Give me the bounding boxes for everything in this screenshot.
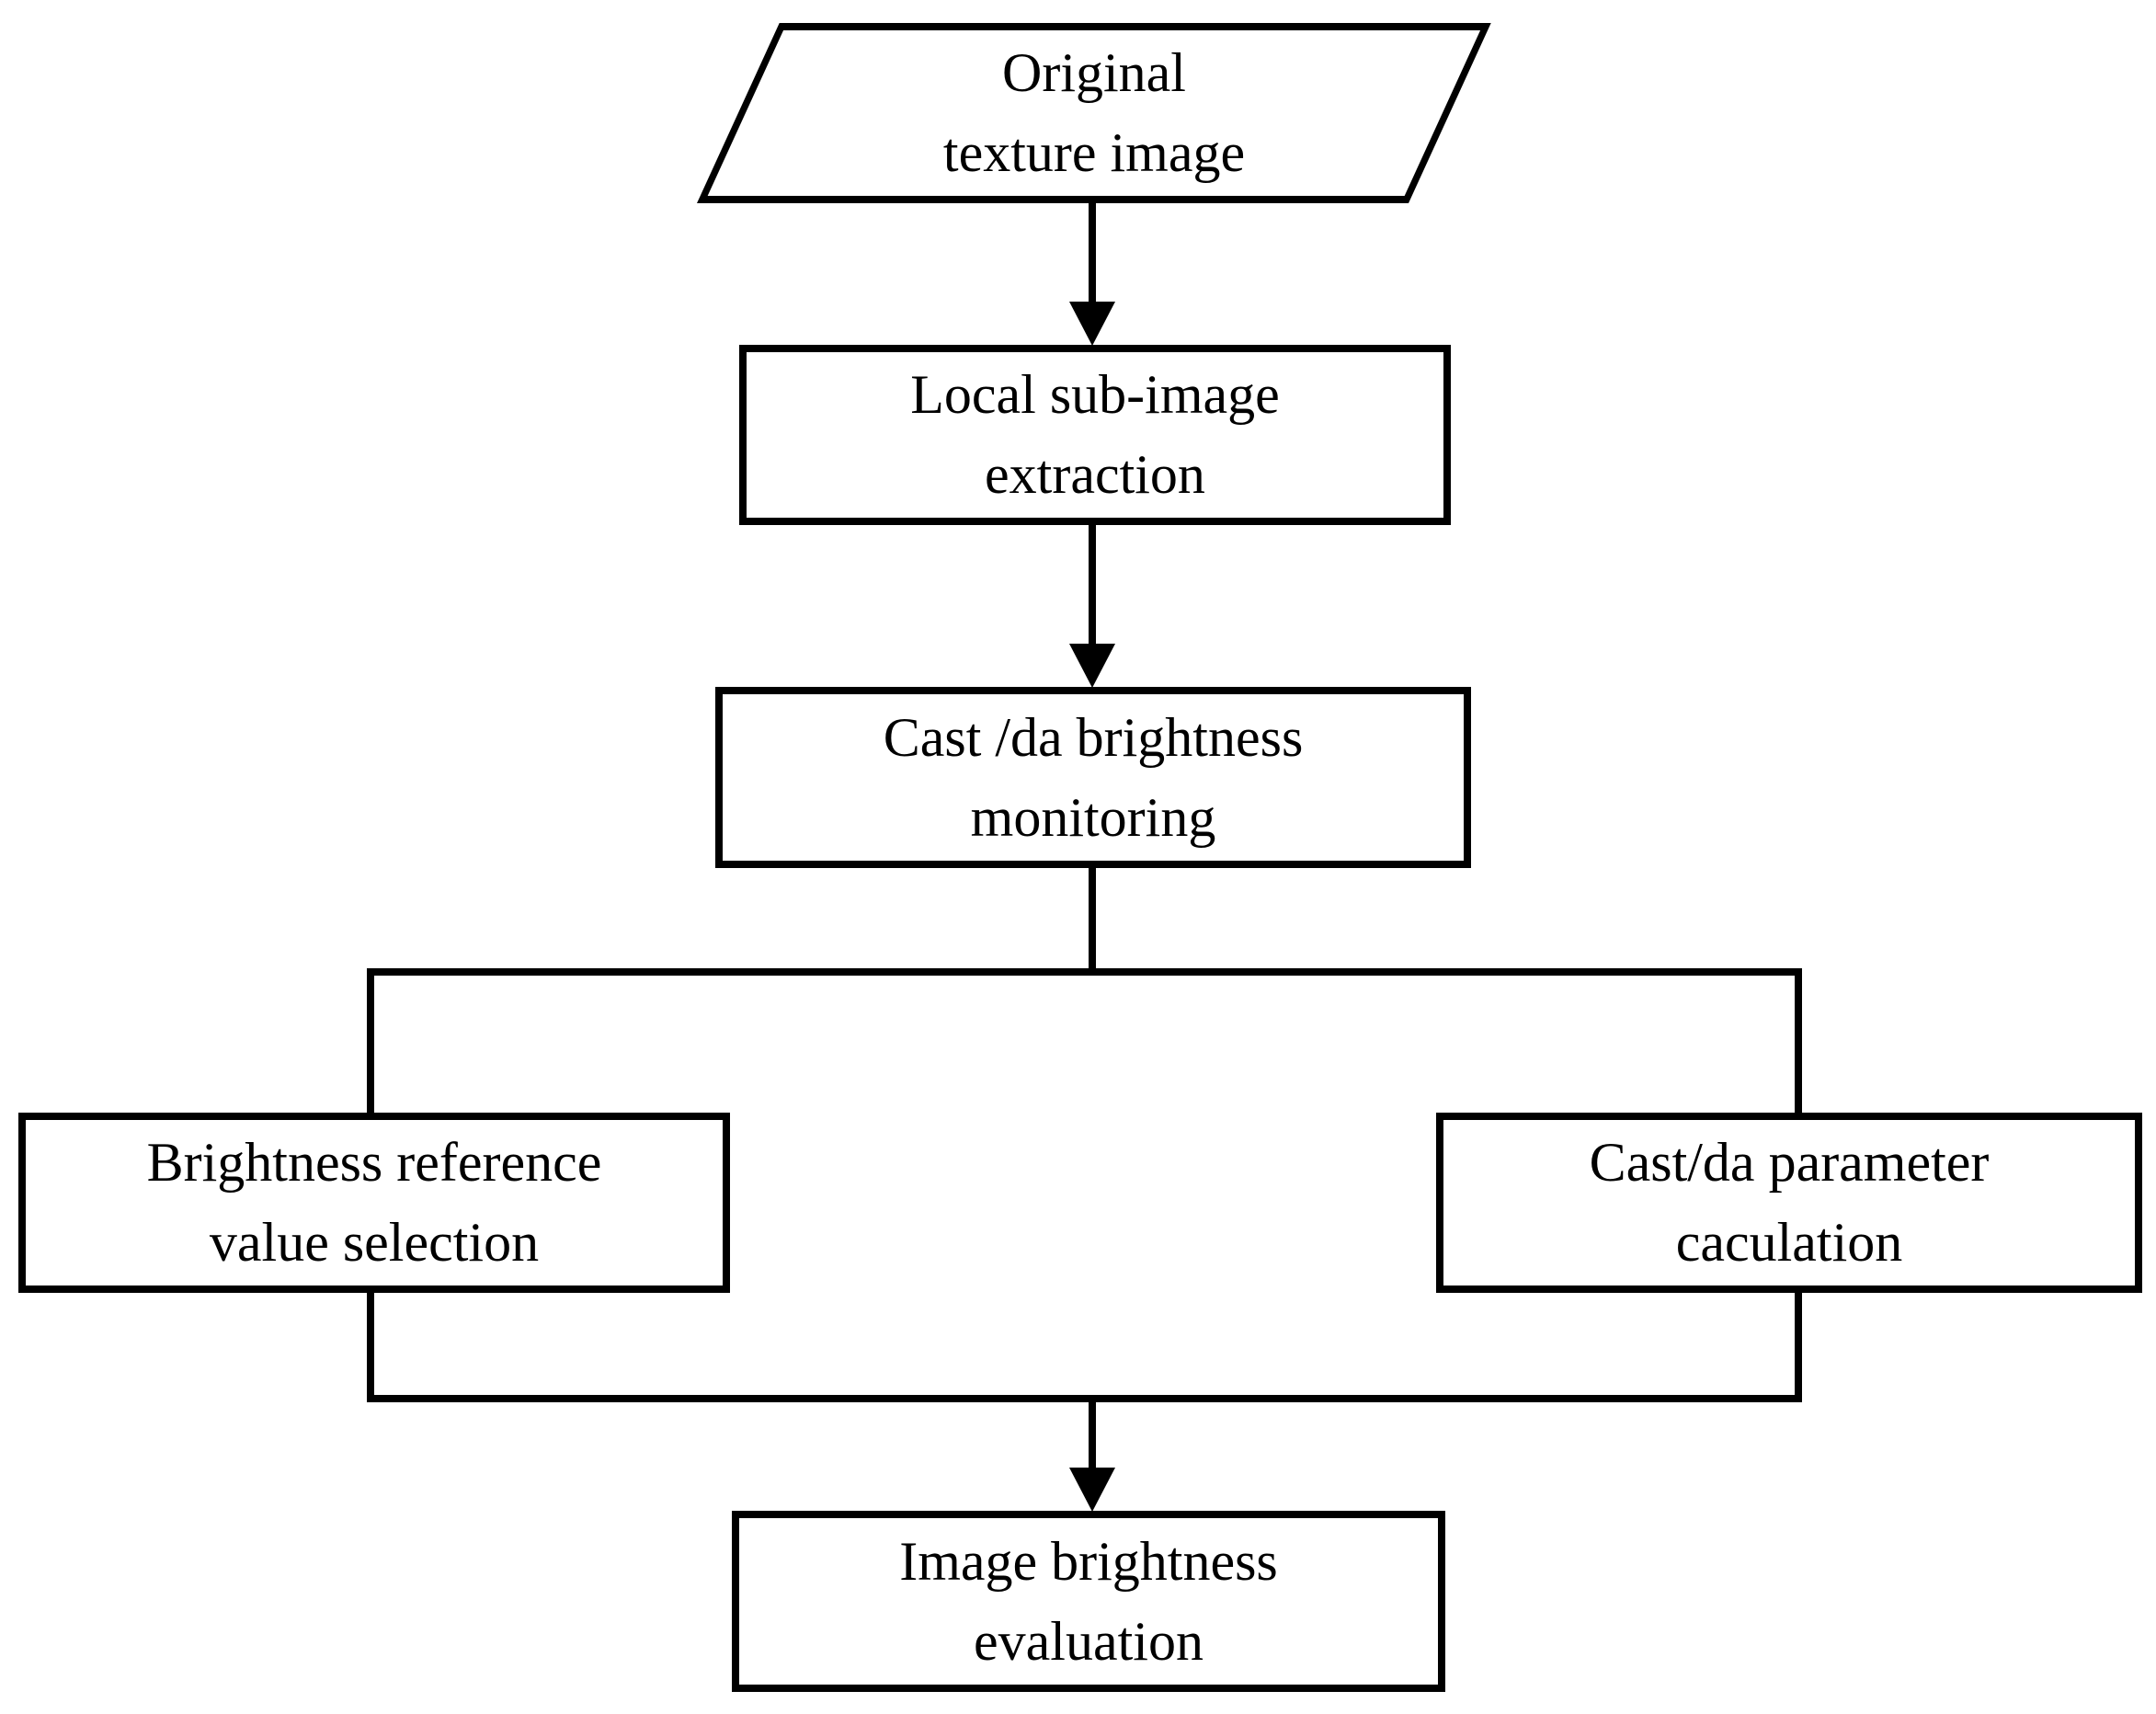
node-cast-da-parameter-caculation-label: Cast/da parameter caculation bbox=[1589, 1132, 1990, 1273]
branch-left-down-line bbox=[367, 972, 374, 1116]
node-local-subimage-extraction-label: Local sub-image extraction bbox=[910, 364, 1280, 505]
node-image-brightness-evaluation-label: Image brightness evaluation bbox=[899, 1530, 1278, 1672]
arrowhead-extraction-to-monitoring-icon bbox=[1069, 644, 1115, 688]
branch-right-down-line bbox=[1795, 972, 1802, 1116]
merge-horizontal-line bbox=[367, 1395, 1802, 1402]
connector-extraction-to-monitoring-line bbox=[1089, 522, 1096, 646]
node-cast-da-brightness-monitoring: Cast /da brightness monitoring bbox=[715, 687, 1471, 868]
node-cast-da-parameter-caculation: Cast/da parameter caculation bbox=[1436, 1113, 2142, 1293]
node-original-texture-image: Original texture image bbox=[697, 23, 1491, 203]
connector-merge-to-evaluation-line bbox=[1089, 1399, 1096, 1470]
node-brightness-reference-value-selection: Brightness reference value selection bbox=[18, 1113, 730, 1293]
merge-left-down-line bbox=[367, 1288, 374, 1402]
node-local-subimage-extraction: Local sub-image extraction bbox=[739, 345, 1451, 525]
branch-horizontal-line bbox=[367, 968, 1802, 976]
node-cast-da-brightness-monitoring-label: Cast /da brightness monitoring bbox=[883, 706, 1304, 848]
connector-monitoring-to-branch-line bbox=[1089, 865, 1096, 976]
arrowhead-merge-to-evaluation-icon bbox=[1069, 1468, 1115, 1512]
node-image-brightness-evaluation: Image brightness evaluation bbox=[732, 1511, 1445, 1692]
arrowhead-original-to-extraction-icon bbox=[1069, 302, 1115, 346]
merge-right-down-line bbox=[1795, 1288, 1802, 1402]
node-brightness-reference-value-selection-label: Brightness reference value selection bbox=[146, 1132, 602, 1273]
node-original-texture-image-label: Original texture image bbox=[942, 42, 1246, 183]
connector-original-to-extraction-line bbox=[1089, 200, 1096, 303]
